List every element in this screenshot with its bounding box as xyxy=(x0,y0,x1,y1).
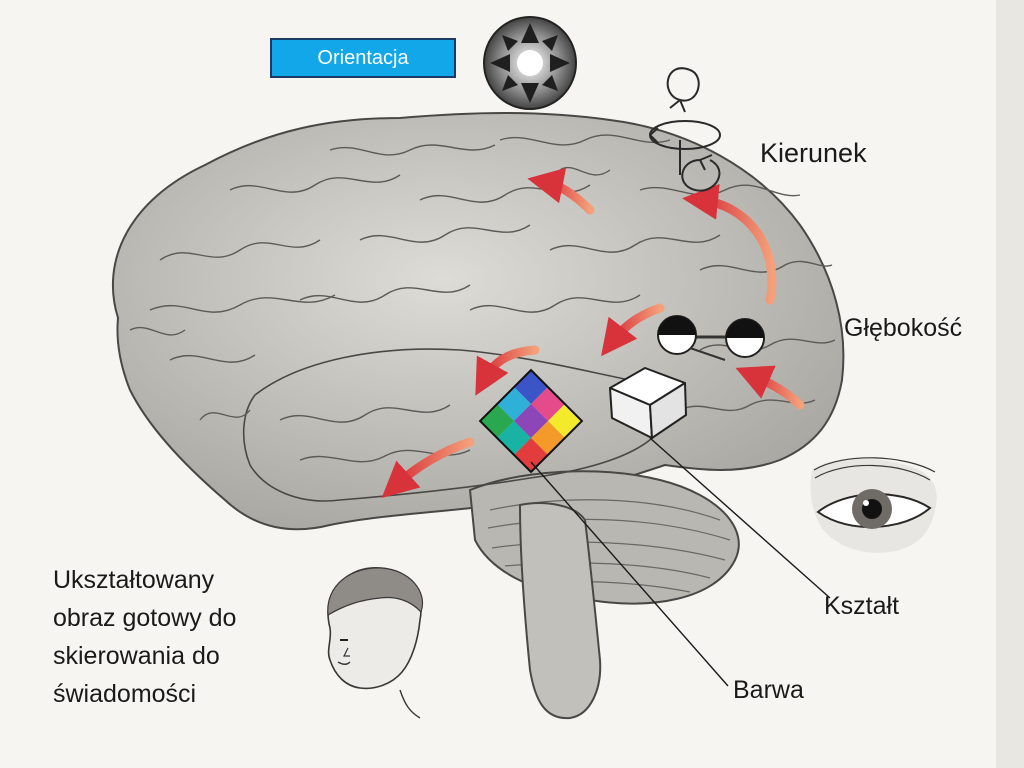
arrow-lower xyxy=(381,437,475,499)
color-label: Barwa xyxy=(733,676,804,704)
signal-arrows xyxy=(381,167,805,499)
compass-icon xyxy=(483,16,577,110)
shape-label: Kształt xyxy=(824,592,900,620)
arrow-from-eye xyxy=(735,365,805,410)
temporal-lobe xyxy=(242,348,665,502)
cerebellum xyxy=(468,470,740,605)
direction-label: Kierunek xyxy=(760,138,867,168)
page-edge xyxy=(996,0,1024,768)
color-square-icon xyxy=(478,368,584,474)
arrow-upper xyxy=(527,167,595,215)
arrow-to-depth xyxy=(601,303,665,357)
cube-icon xyxy=(609,367,687,439)
formed-image-caption: Ukształtowany obraz gotowy do skierowani… xyxy=(53,566,237,708)
rotation-arrows-icon xyxy=(649,67,721,192)
arrow-middle xyxy=(475,345,540,396)
depth-label: Głębokość xyxy=(844,314,963,342)
leader-lines xyxy=(530,437,831,687)
boy-head-icon xyxy=(327,567,424,719)
brainstem xyxy=(518,502,602,720)
stereo-glasses-icon xyxy=(657,315,765,361)
orientation-badge: Orientacja xyxy=(270,38,456,78)
eye-icon xyxy=(810,457,937,553)
arrow-to-motion xyxy=(682,183,777,305)
cerebrum xyxy=(111,112,845,531)
